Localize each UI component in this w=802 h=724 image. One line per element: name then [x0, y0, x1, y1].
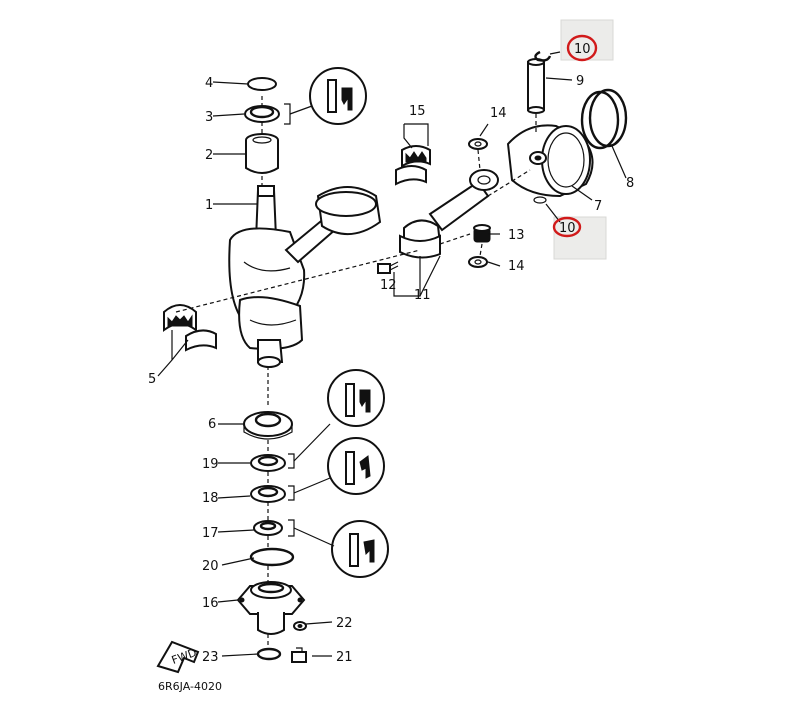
leader-lines: [157, 51, 627, 657]
detail-circle-18: [327, 437, 385, 495]
highlight-circle-bottom: [552, 216, 582, 238]
detail-circle-17: [331, 520, 389, 578]
callout-10-top: 10: [574, 42, 591, 57]
piston-rings-part-8: [580, 88, 628, 150]
needle-bearing-part-13: [473, 224, 491, 243]
o-ring-part-23: [256, 647, 282, 661]
ball-bearing-part-6: [243, 411, 293, 440]
diagram-code: 6R6JA-4020: [158, 680, 222, 693]
piston-part-7: [506, 124, 594, 198]
o-ring-part-20: [249, 547, 295, 567]
oil-seal-part-3: [244, 105, 280, 123]
callout-1: 1: [205, 198, 213, 213]
bearing-halves-part-15: [395, 145, 431, 186]
highlight-circle-top: [566, 34, 598, 62]
bush-part-2: [245, 133, 279, 174]
connecting-rod-part-11: [399, 169, 499, 259]
callout-17: 17: [202, 526, 219, 541]
callout-6: 6: [208, 417, 216, 432]
assembled-rod-piston: [284, 186, 382, 264]
fwd-arrow: FWD: [156, 640, 200, 674]
clip-part-10-bottom: [533, 196, 547, 204]
callout-14-top: 14: [490, 106, 507, 121]
callout-14-bottom: 14: [508, 259, 525, 274]
bearing-halves-part-5: [163, 304, 217, 352]
bolt-part-21: [291, 647, 307, 663]
callout-4: 4: [205, 76, 213, 91]
callout-21: 21: [336, 650, 353, 665]
callout-7: 7: [594, 199, 602, 214]
callout-20: 20: [202, 559, 219, 574]
screw-part-12: [377, 261, 399, 274]
callout-13: 13: [508, 228, 525, 243]
callout-23: 23: [202, 650, 219, 665]
washer-part-14-top: [468, 138, 488, 150]
callout-11: 11: [414, 288, 431, 303]
callout-12: 12: [380, 278, 397, 293]
callout-2: 2: [205, 148, 213, 163]
callout-9: 9: [576, 74, 584, 89]
callout-22: 22: [336, 616, 353, 631]
callout-18: 18: [202, 491, 219, 506]
washer-part-22: [293, 621, 307, 631]
oil-seal-part-18: [250, 485, 286, 503]
callout-16: 16: [202, 596, 219, 611]
clip-part-10-top: [534, 50, 552, 62]
callout-10-bottom: 10: [559, 221, 576, 236]
callout-19: 19: [202, 457, 219, 472]
plate-part-4: [247, 77, 277, 91]
washer-part-14-bottom: [468, 256, 488, 268]
oil-seal-part-17: [253, 520, 283, 536]
crankshaft: [228, 185, 306, 368]
labyrinth-housing-part-16: [236, 581, 306, 635]
callout-3: 3: [205, 110, 213, 125]
callout-5: 5: [148, 372, 156, 387]
callout-labels: 1 2 3 4 5 6 7 8 9 10 10 11 12 13 14 14 1…: [148, 42, 634, 665]
callout-8: 8: [626, 176, 634, 191]
detail-circle-upper: [309, 67, 367, 125]
piston-pin-part-9: [527, 58, 545, 114]
detail-circle-19: [327, 369, 385, 427]
oil-seal-part-19: [250, 454, 286, 472]
callout-15: 15: [409, 104, 426, 119]
